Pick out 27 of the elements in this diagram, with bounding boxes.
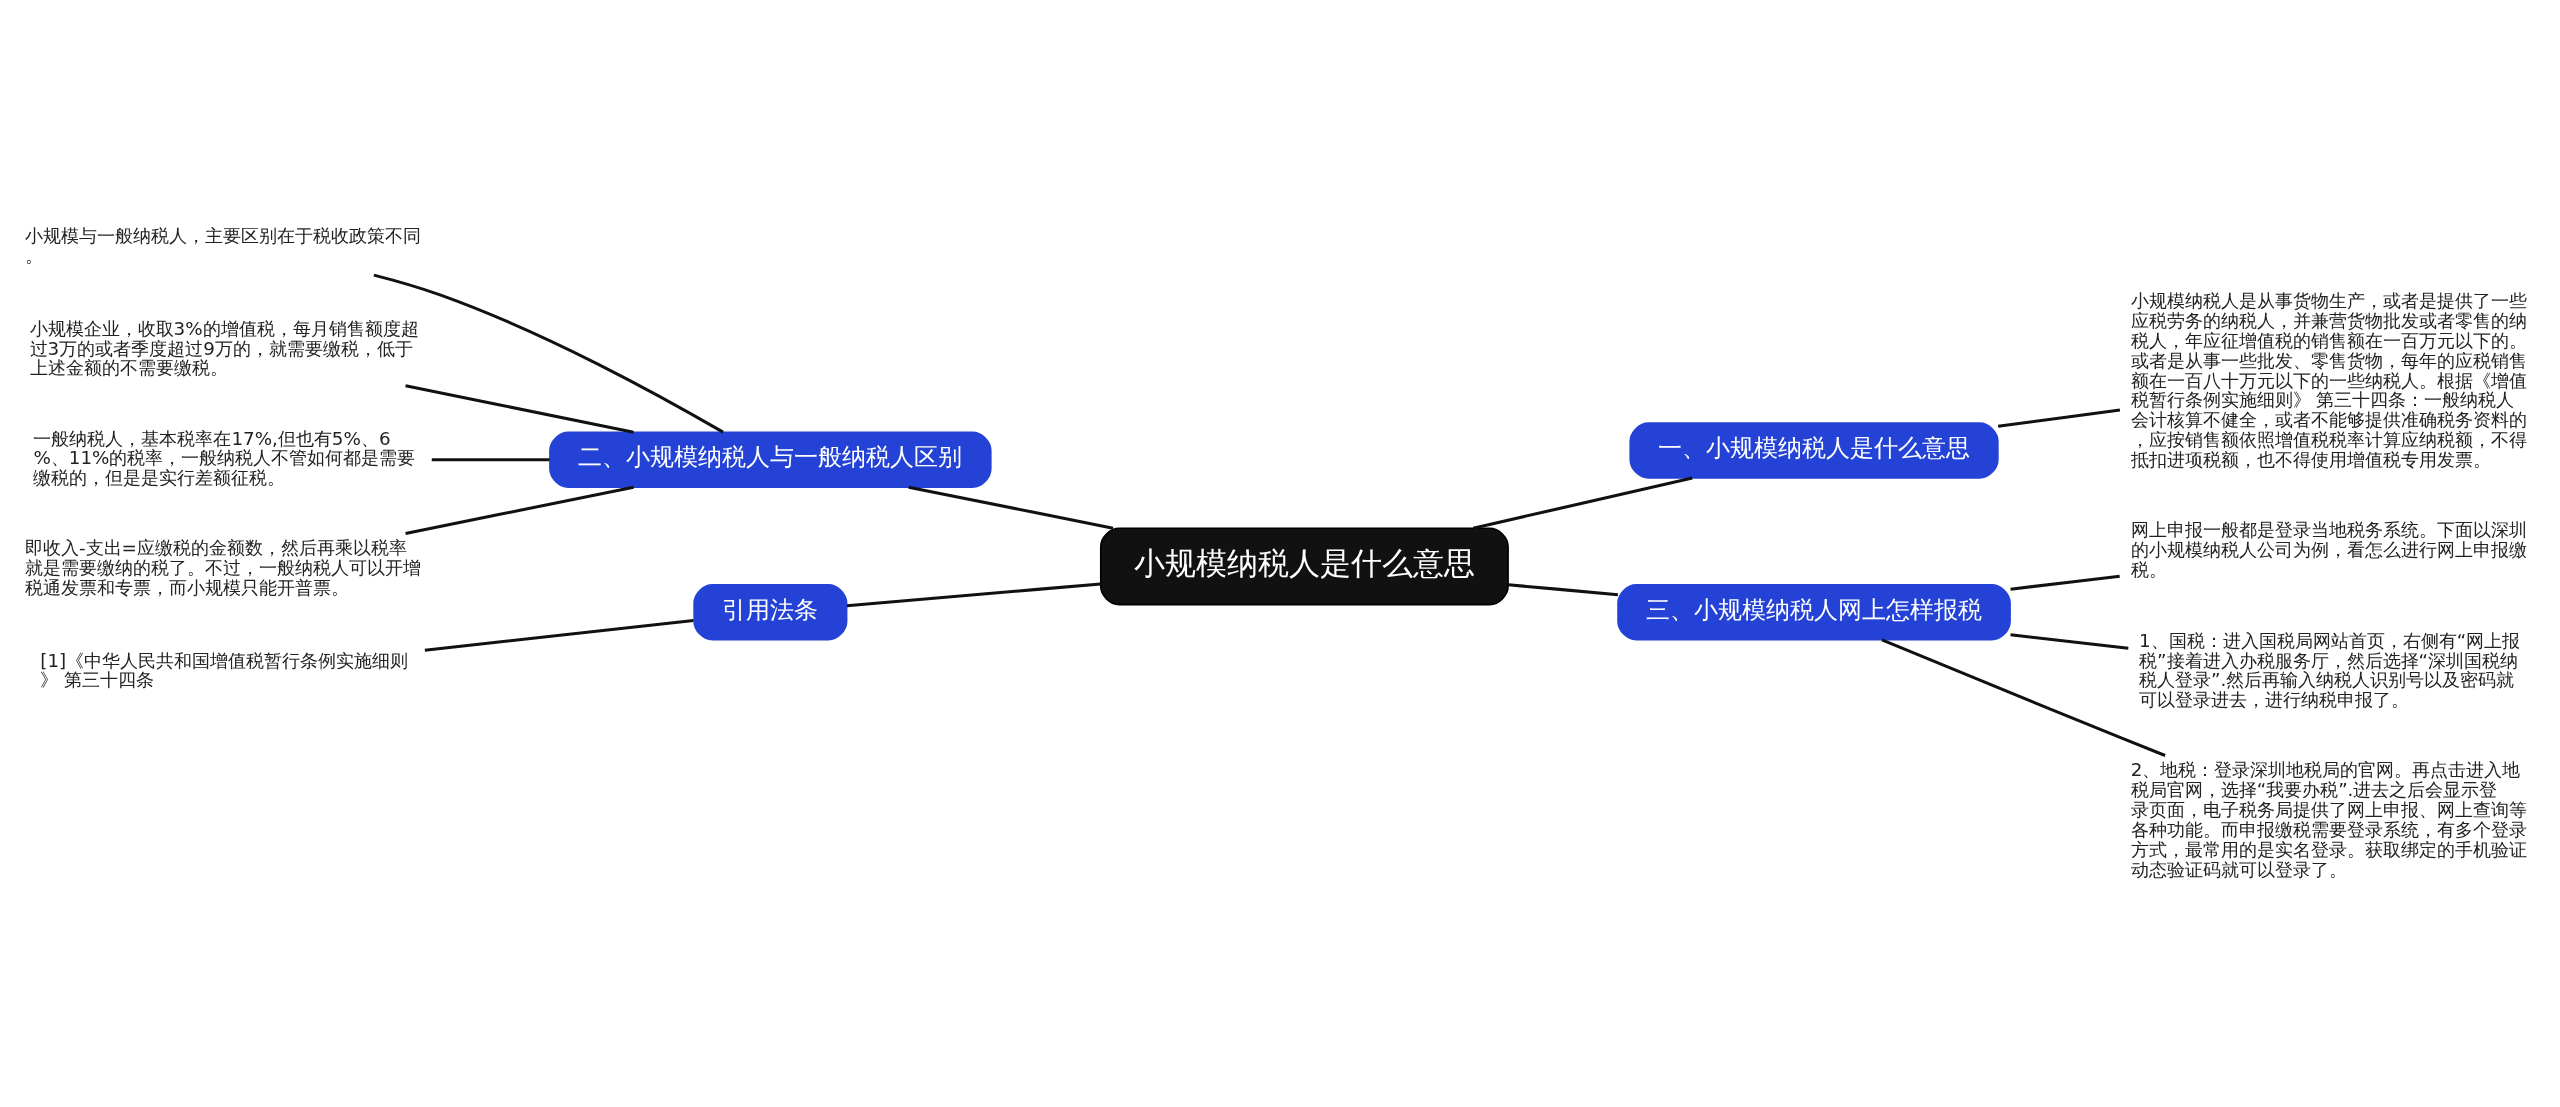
- connector: [405, 384, 634, 434]
- node-box: 三、小规模纳税人网上怎样报税: [1617, 584, 2011, 641]
- connector: [2010, 574, 2120, 591]
- connector: [431, 458, 550, 462]
- connector: [1881, 638, 2166, 757]
- connector: [1508, 583, 1618, 597]
- node-text: 一般纳税人，基本税率在17%,但也有5%、6%、11%的税率，一般纳税人不管如何都是需要缴税的，但是是实行差额征税。: [33, 427, 416, 489]
- node-text: 小规模纳税人是从事货物生产，或者是提供了一些应税劳务的纳税人，并兼营货物批发或者零售的纳税人，年应征增值税的销售额在一百万元以下的。或者是从事一些批发、零售货物，每年的应税销售额在一百八十万元以下的一些纳税人。根据《增值税暂行条例实施细则》 第三十四条：一般纳税人会计核算不健全，或者不能够提供准确税务资料的，应按销售额依照增值税税率计算应纳税额，不得抵扣进项税额，也不得使用增值税专用发票。: [2130, 290, 2527, 470]
- node-text: 即收入-支出=应缴税的金额数，然后再乘以税率就是需要缴纳的税了。不过，一般纳税人可以开增税通发票和专票，而小规模只能开普票。: [24, 537, 421, 599]
- node-text: 2、地税：登录深圳地税局的官网。再点击进入地税局官网，选择“我要办税”.进去之后会显示登录页面，电子税务局提供了网上申报、网上查询等各种功能。而申报缴税需要登录系统，有多个登录方式，最常用的是实名登录。获取绑定的手机验证动态验证码就可以登录了。: [2130, 759, 2527, 880]
- node-box: 小规模纳税人是什么意思: [1099, 527, 1509, 606]
- connector: [2010, 633, 2129, 650]
- connector: [846, 582, 1101, 608]
- node-text: 小规模与一般纳税人，主要区别在于税收政策不同。: [24, 225, 421, 267]
- connector: [908, 485, 1114, 530]
- node-text: 1、国税：进入国税局网站首页，右侧有“网上报税”接着进入办税服务厅，然后选择“深圳国税纳税人登录”.然后再输入纳税人识别号以及密码就可以登录进去，进行纳税申报了。: [2139, 629, 2521, 711]
- connector: [405, 485, 634, 536]
- connector: [1472, 476, 1693, 530]
- node-box: 二、小规模纳税人与一般纳税人区别: [549, 431, 992, 488]
- node-text: 小规模企业，收取3%的增值税，每月销售额度超过3万的或者季度超过9万的，就需要缴税，低于上述金额的不需要缴税。: [29, 317, 419, 379]
- connector: [424, 619, 694, 652]
- connector: [1997, 408, 2121, 428]
- connector: [373, 273, 724, 434]
- node-text: [1]《中华人民共和国增值税暂行条例实施细则》 第三十四条: [40, 649, 409, 691]
- node-box: 一、小规模纳税人是什么意思: [1629, 422, 1999, 479]
- node-box: 引用法条: [693, 584, 848, 641]
- node-text: 网上申报一般都是登录当地税务系统。下面以深圳的小规模纳税人公司为例，看怎么进行网上申报缴税。: [2130, 519, 2527, 580]
